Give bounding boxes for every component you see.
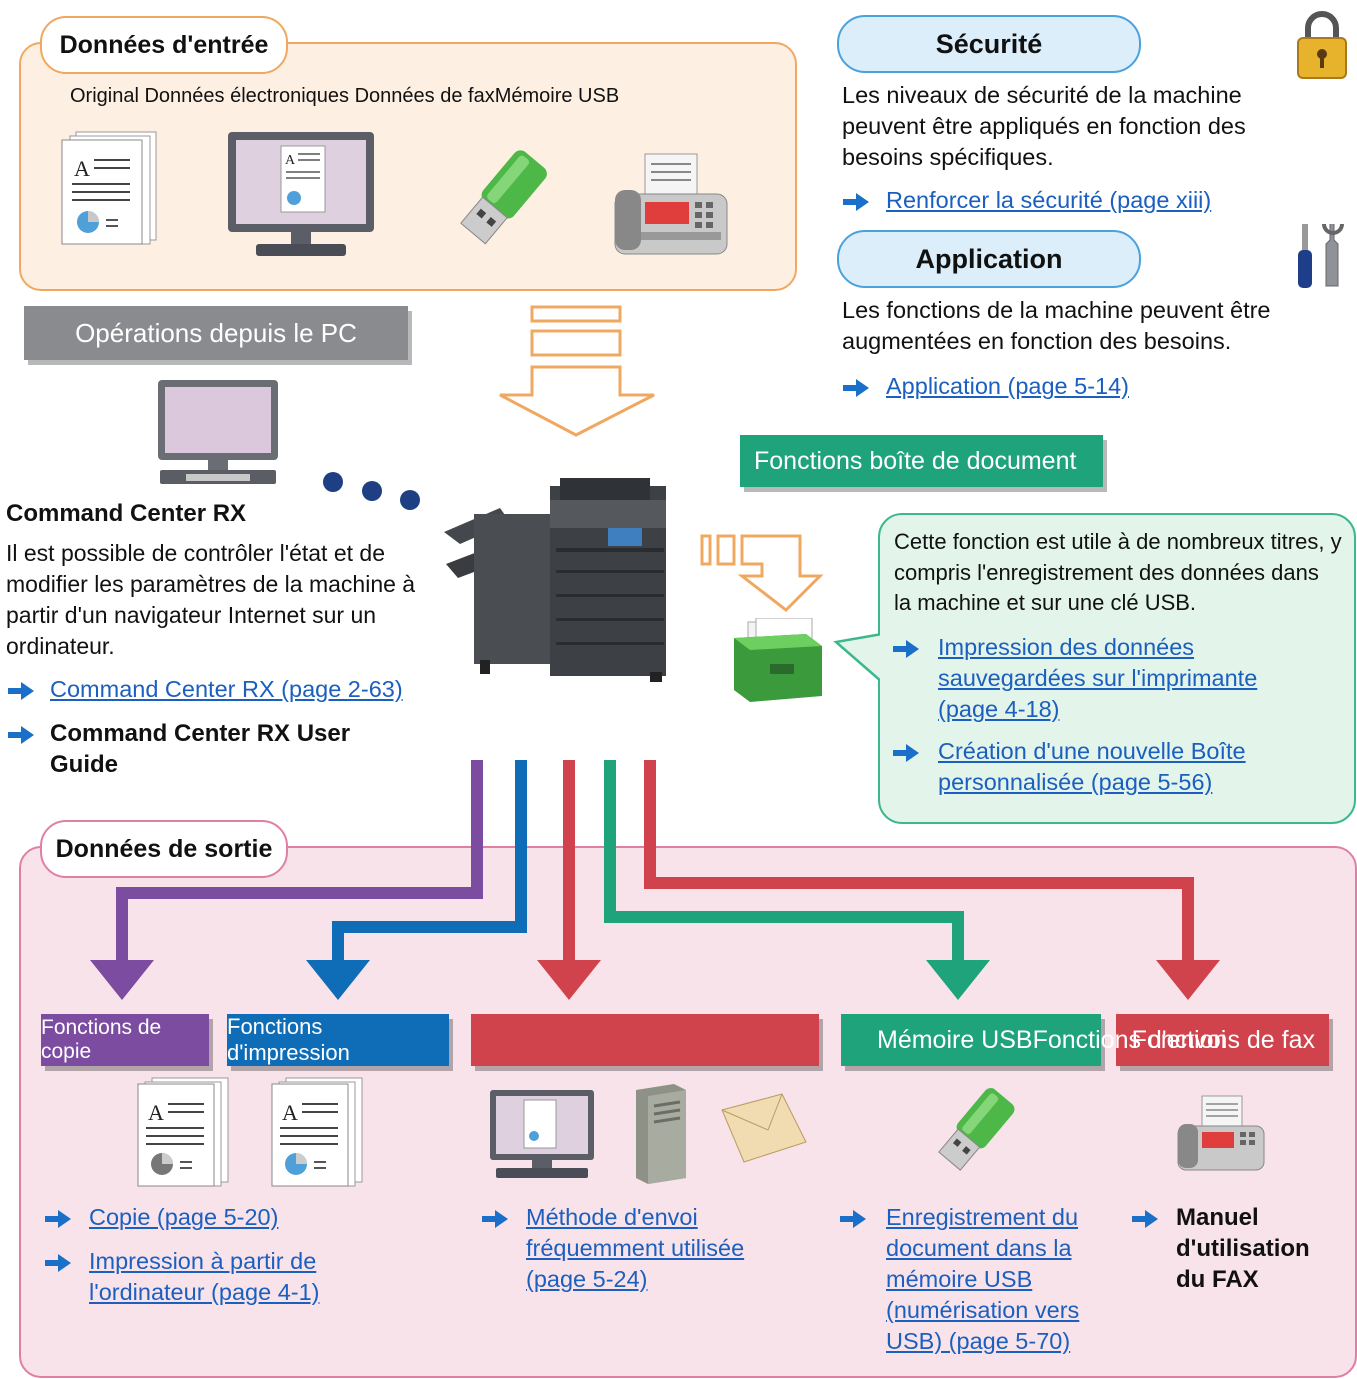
output-title: Données de sortie (40, 820, 288, 878)
fax-manual-label: Manuel d'utilisation du FAX (1176, 1204, 1310, 1293)
output-flow-lines (90, 760, 1220, 1000)
print-link[interactable]: Impression à partir de l'ordinateur (pag… (89, 1248, 320, 1305)
arrow-icon (893, 640, 919, 658)
command-center-title: Command Center RX (6, 500, 247, 527)
docbox-flow-arrow (700, 534, 824, 612)
output-panel (19, 846, 1357, 1378)
input-title: Données d'entrée (40, 16, 288, 74)
fax-functions-tab: Fonctions de fax (1116, 1014, 1329, 1066)
server-tower-icon (636, 1084, 686, 1184)
fax-machine-icon (614, 153, 728, 255)
multifunction-printer-image (444, 478, 666, 682)
arrow-icon (482, 1210, 508, 1228)
input-subtitle: Original Données électroniques Données d… (70, 85, 620, 107)
arrow-icon (843, 379, 869, 397)
pc-operations-tab: Opérations depuis le PC (24, 306, 408, 360)
security-link[interactable]: Renforcer la sécurité (page xiii) (886, 187, 1212, 213)
send-link[interactable]: Méthode d'envoi fréquemment utilisée (pa… (526, 1204, 745, 1292)
svg-text:A: A (285, 153, 296, 168)
svg-text:A: A (74, 156, 90, 181)
docbox-link-print[interactable]: Impression des données sauvegardées sur … (938, 634, 1258, 722)
computer-monitor-icon: A (228, 132, 374, 256)
connection-dots (323, 472, 420, 510)
security-title: Sécurité (837, 15, 1141, 73)
send-computer-icon (490, 1090, 594, 1178)
speech-bubble-tail (833, 632, 884, 686)
pc-monitor-icon (158, 380, 278, 484)
padlock-icon (1297, 11, 1347, 79)
arrow-icon (45, 1210, 71, 1228)
email-envelope-icon (721, 1093, 807, 1163)
docbox-link-create[interactable]: Création d'une nouvelle Boîte personnali… (938, 738, 1246, 795)
document-box-description (878, 513, 1356, 824)
document-box-icon (734, 618, 822, 702)
svg-text:A: A (282, 1100, 298, 1125)
document-box-text: Cette fonction est utile à de nombreux t… (894, 529, 1342, 615)
usb-stick-icon (460, 150, 547, 245)
security-text: Les niveaux de sécurité de la machine pe… (842, 82, 1246, 170)
tools-icon (1298, 223, 1344, 288)
arrow-icon (843, 193, 869, 211)
svg-text:A: A (148, 1100, 164, 1125)
application-title: Application (837, 230, 1141, 288)
command-center-link[interactable]: Command Center RX (page 2-63) (50, 676, 403, 702)
command-center-text: Il est possible de contrôler l'état et d… (6, 540, 416, 659)
print-functions-tab: Fonctions d'impression (227, 1014, 449, 1066)
original-document-icon: A (61, 131, 157, 245)
fax-output-icon (1177, 1095, 1265, 1171)
arrow-icon (8, 682, 34, 700)
send-functions-tab (471, 1014, 819, 1066)
document-box-tab: Fonctions boîte de document (740, 435, 1103, 487)
command-center-guide: Command Center RX User Guide (50, 720, 351, 778)
input-flow-arrow (499, 305, 655, 437)
copy-functions-tab: Fonctions de copie (41, 1014, 209, 1066)
arrow-icon (8, 726, 34, 744)
copy-document-icon: A (137, 1077, 229, 1187)
arrow-icon (45, 1254, 71, 1272)
usb-link[interactable]: Enregistrement du document dans la mémoi… (886, 1204, 1080, 1354)
copy-link[interactable]: Copie (page 5-20) (89, 1204, 279, 1230)
usb-stick-output-icon (938, 1088, 1015, 1171)
application-link[interactable]: Application (page 5-14) (886, 373, 1129, 399)
arrow-icon (840, 1210, 866, 1228)
arrow-icon (1132, 1210, 1158, 1228)
print-document-icon: A (271, 1077, 363, 1187)
application-text: Les fonctions de la machine peuvent être… (842, 297, 1271, 354)
usb-memory-tab: Mémoire USBFonctions d'envoi (841, 1014, 1226, 1066)
